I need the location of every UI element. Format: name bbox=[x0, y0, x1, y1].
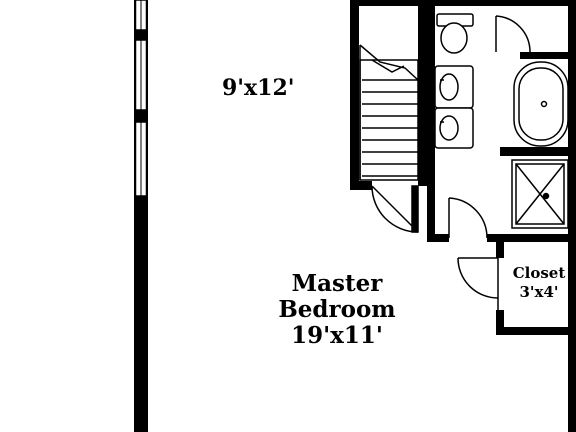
top-wall bbox=[350, 0, 576, 6]
shower-icon bbox=[511, 159, 569, 229]
stair-left-wall bbox=[350, 0, 359, 190]
closet-label: Closet 3'x4' bbox=[502, 264, 576, 302]
door-swing bbox=[457, 257, 499, 310]
sink-icon bbox=[434, 107, 474, 149]
upper-room-dimensions: 9'x12' bbox=[222, 75, 295, 101]
shower-top-wall bbox=[500, 147, 576, 156]
closet-left-wall-bottom bbox=[496, 310, 504, 334]
right-exterior-wall bbox=[568, 0, 576, 432]
door-swing bbox=[371, 185, 419, 233]
bath-left-wall bbox=[427, 0, 435, 242]
master-bedroom-name-line2: Bedroom bbox=[278, 295, 396, 323]
stair-bottom-wall-left bbox=[350, 181, 372, 190]
closet-left-wall-top bbox=[496, 234, 504, 258]
door-swing bbox=[448, 197, 488, 239]
master-bedroom-name: Master bbox=[291, 270, 383, 297]
closet-bottom-wall bbox=[496, 327, 576, 335]
master-bedroom-dimensions: 19'x11' bbox=[291, 321, 383, 349]
bath-bottom-wall-right bbox=[487, 234, 576, 242]
door-swing bbox=[495, 15, 531, 53]
interior-walls bbox=[350, 0, 576, 432]
closet-dimensions: 3'x4' bbox=[519, 282, 559, 301]
staircase bbox=[359, 44, 419, 181]
closet-name: Closet bbox=[512, 264, 566, 282]
sink-icon bbox=[434, 65, 474, 109]
tub-top-wall bbox=[520, 52, 576, 59]
master-bedroom-label: Master Bedroom 19'x11' bbox=[262, 271, 412, 348]
bath-bottom-wall-left bbox=[427, 234, 449, 242]
toilet-icon bbox=[436, 13, 474, 54]
bathtub-icon bbox=[513, 61, 569, 147]
left-exterior-wall bbox=[134, 0, 148, 432]
stair-right-wall bbox=[418, 0, 427, 186]
